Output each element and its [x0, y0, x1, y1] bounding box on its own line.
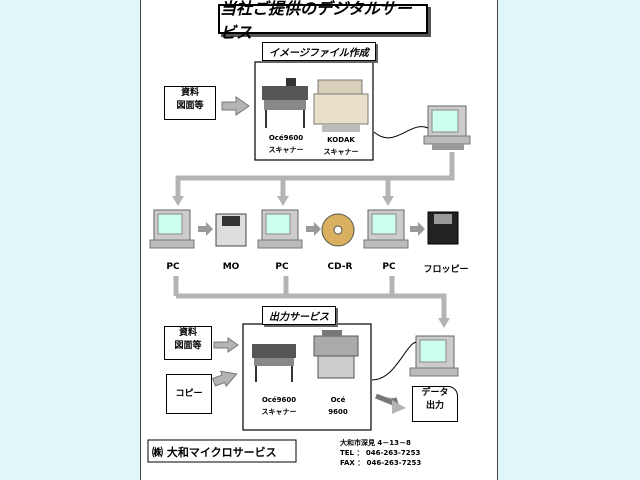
- output-scanner-icon: [252, 344, 296, 382]
- contact-block: 大和市深見 4－13－8 TEL ： 046-263-7253 FAX ： 04…: [340, 438, 421, 468]
- address-text: 大和市深見 4－13－8: [340, 439, 411, 447]
- cdr-disc-icon: [321, 213, 355, 247]
- computer-icon-top: [423, 105, 471, 150]
- out-printer-name: Océ: [330, 396, 346, 404]
- out-scanner-label: Océ9600 スキャナー: [256, 394, 302, 418]
- label-cdr: CD-R: [327, 262, 353, 272]
- computer-icon-bottom: [409, 335, 459, 377]
- label-pc3: PC: [382, 262, 396, 272]
- document-input-top: 資料 図面等: [164, 86, 216, 120]
- tel-text: TEL ： 046-263-7253: [340, 449, 421, 457]
- mo-disk-icon: [215, 213, 247, 247]
- label-mo: MO: [222, 262, 240, 272]
- computer-icon-pc1: [149, 209, 195, 249]
- computer-icon-pc3: [363, 209, 409, 249]
- fax-text: FAX ： 046-263-7253: [340, 459, 422, 467]
- out-scanner-type: スキャナー: [261, 408, 297, 416]
- copy-output: コピー: [166, 374, 212, 414]
- oce-scanner-icon: [262, 78, 308, 128]
- page-title: 当社ご提供のデジタルサービス: [218, 0, 428, 42]
- computer-icon-pc2: [257, 209, 303, 249]
- doc-top-line2: 図面等: [176, 101, 204, 111]
- output-printer-icon: [313, 330, 359, 379]
- document-input-bottom: 資料 図面等: [164, 326, 212, 360]
- scanner2-name: KODAK: [327, 136, 355, 144]
- data-out-line1: データ: [421, 388, 449, 398]
- doc-top-line1: 資料: [180, 88, 199, 98]
- data-out-line2: 出力: [425, 401, 444, 411]
- company-name: ㈱ 大和マイクロサービス: [152, 446, 277, 459]
- floppy-icon: [427, 211, 459, 245]
- doc-bottom-line2: 図面等: [174, 341, 202, 351]
- out-scanner-name: Océ9600: [261, 396, 297, 404]
- label-pc2: PC: [275, 262, 289, 272]
- out-printer-model: 9600: [328, 408, 348, 416]
- data-output: データ 出力: [412, 386, 458, 422]
- label-pc1: PC: [166, 262, 180, 272]
- doc-bottom-line1: 資料: [178, 328, 197, 338]
- scanner2-label: KODAK スキャナー: [314, 134, 368, 158]
- label-floppy: フロッピー: [423, 265, 469, 275]
- company-box: [147, 439, 297, 463]
- scanner1-type: スキャナー: [268, 146, 304, 154]
- section-output-title: 出力サービス: [262, 306, 336, 325]
- kodak-scanner-icon: [313, 79, 369, 132]
- scanner2-type: スキャナー: [323, 148, 359, 156]
- scanner1-label: Océ9600 スキャナー: [262, 132, 310, 156]
- out-printer-label: Océ 9600: [318, 394, 358, 418]
- section-create-title: イメージファイル作成: [262, 42, 376, 61]
- scanner1-name: Océ9600: [268, 134, 304, 142]
